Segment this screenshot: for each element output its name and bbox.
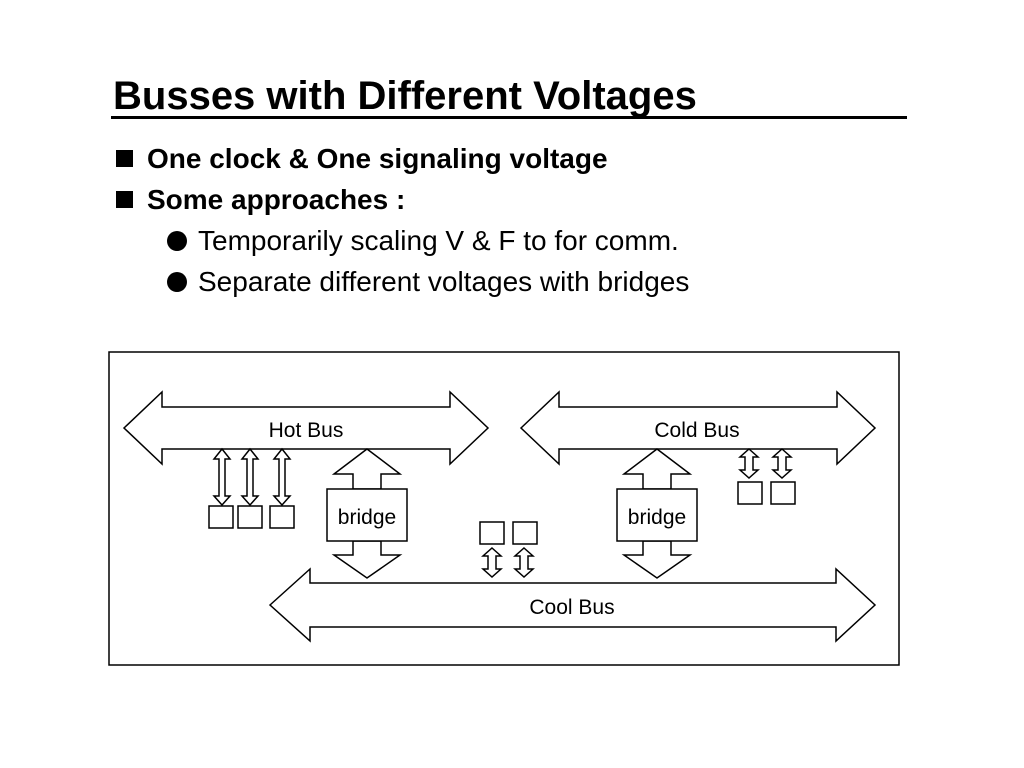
hot-bus-arrow	[122, 390, 490, 466]
cold-device-link-arrow	[771, 447, 793, 480]
cold-bus-arrow	[519, 390, 877, 466]
cool-bus-label: Cool Bus	[529, 596, 614, 619]
left-bridge-down-arrow	[331, 540, 403, 579]
right-bridge-down-arrow	[621, 540, 693, 579]
square-bullet-icon	[116, 191, 133, 208]
slide-title: Busses with Different Voltages	[113, 74, 697, 118]
bullet-text: One clock & One signaling voltage	[147, 143, 608, 174]
cold-bus-device	[770, 481, 796, 505]
hot-device-link-arrow	[212, 447, 232, 507]
hot-device-link-arrow	[272, 447, 292, 507]
cold-bus-label: Cold Bus	[654, 419, 739, 442]
sub-bullet-item: Separate different voltages with bridges	[113, 261, 689, 302]
sub-bullet-item: Temporarily scaling V & F to for comm.	[113, 220, 689, 261]
cool-bus-arrow	[268, 567, 877, 643]
bullet-item: One clock & One signaling voltage	[113, 138, 689, 179]
left-bridge-label: bridge	[338, 506, 396, 529]
right-bridge-box	[616, 488, 698, 542]
bullet-item: Some approaches :	[113, 179, 689, 220]
cold-bus-device	[737, 481, 763, 505]
cool-device-link-arrow	[481, 546, 503, 579]
hot-bus-device	[208, 505, 234, 529]
sub-bullet-text: Separate different voltages with bridges	[198, 266, 690, 297]
sub-bullet-text: Temporarily scaling V & F to for comm.	[198, 225, 679, 256]
left-bridge-box	[326, 488, 408, 542]
cool-bus-device	[479, 521, 505, 545]
bullet-list: One clock & One signaling voltage Some a…	[113, 138, 689, 302]
cold-device-link-arrow	[738, 447, 760, 480]
cool-bus-device	[512, 521, 538, 545]
cool-device-link-arrow	[513, 546, 535, 579]
hot-device-link-arrow	[240, 447, 260, 507]
title-underline	[111, 116, 907, 119]
bullet-text: Some approaches :	[147, 184, 406, 215]
hot-bus-label: Hot Bus	[269, 419, 344, 442]
square-bullet-icon	[116, 150, 133, 167]
right-bridge-label: bridge	[628, 506, 686, 529]
hot-bus-device	[237, 505, 263, 529]
round-bullet-icon	[167, 231, 187, 251]
round-bullet-icon	[167, 272, 187, 292]
hot-bus-device	[269, 505, 295, 529]
